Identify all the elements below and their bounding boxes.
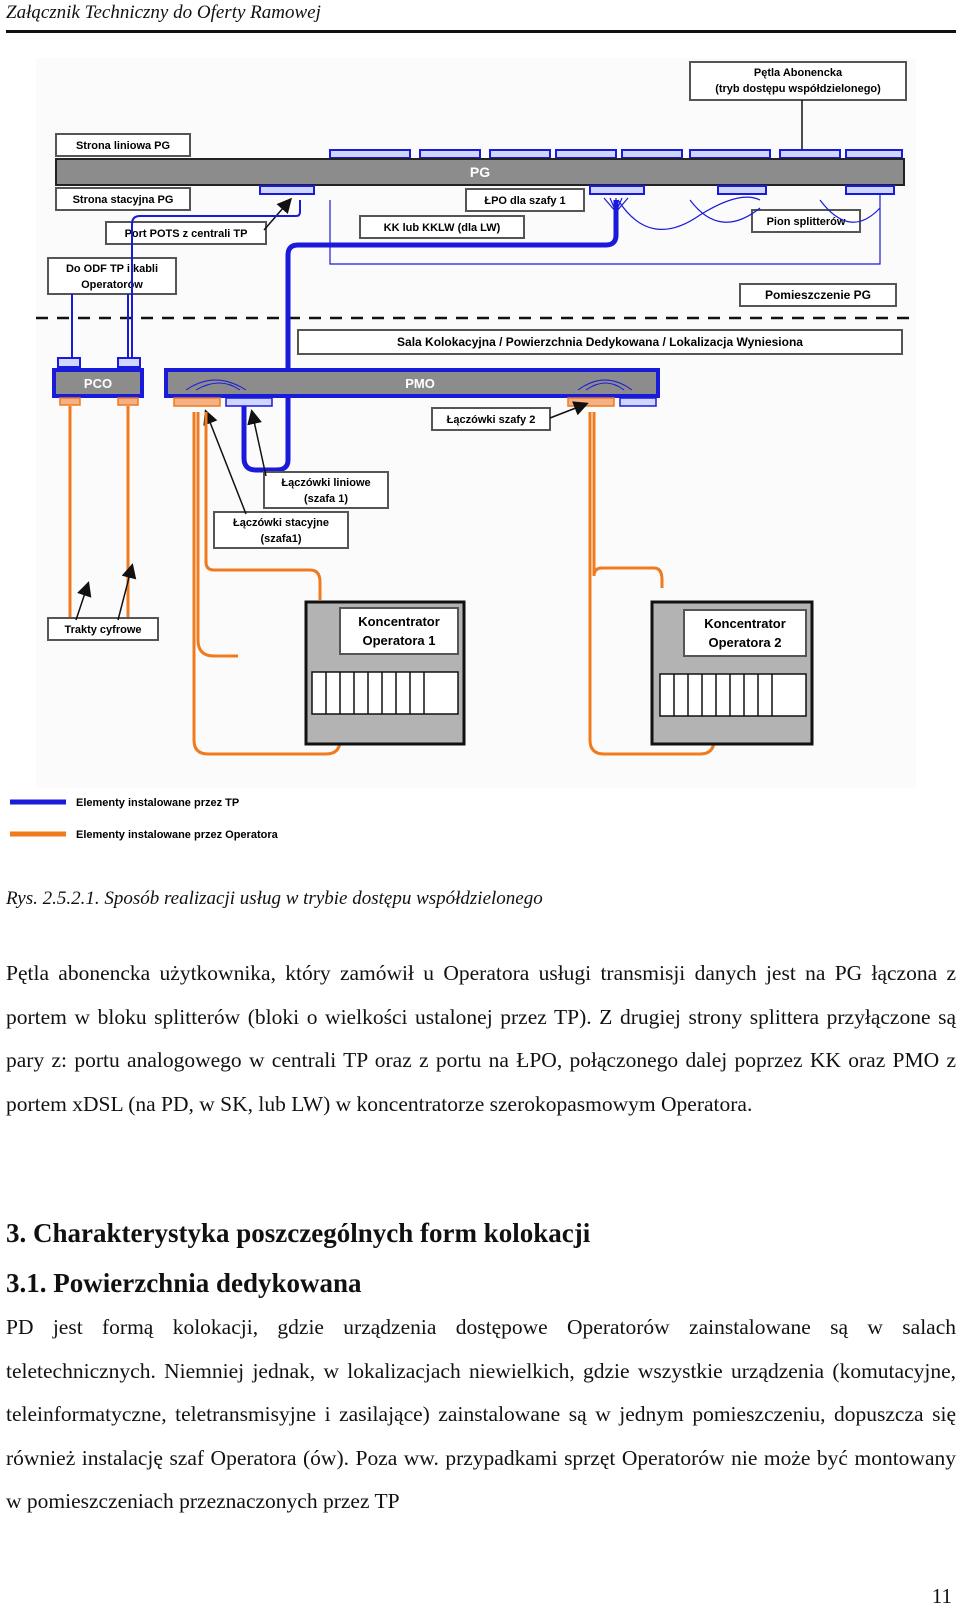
svg-text:Pomieszczenie PG: Pomieszczenie PG	[765, 288, 871, 302]
svg-text:(szafa1): (szafa1)	[261, 533, 302, 545]
pion-label: Pion splitterów	[751, 209, 861, 233]
liniowe-cable	[241, 406, 291, 473]
pomieszczenie-label: Pomieszczenie PG	[739, 283, 897, 307]
legend-operator-label: Elementy instalowane przez Operatora	[76, 829, 279, 841]
svg-text:Operatora 2: Operatora 2	[709, 635, 782, 650]
port-pots-label: Port POTS z centrali TP	[105, 221, 267, 245]
trakty-label: Trakty cyfrowe	[47, 617, 159, 641]
pco-block: PCO	[52, 357, 144, 406]
kk-cable	[285, 200, 619, 460]
pco-lines	[71, 200, 301, 360]
svg-text:Strona liniowa PG: Strona liniowa PG	[76, 140, 170, 152]
sala-label: Sala Kolokacyjna / Powierzchnia Dedykowa…	[297, 329, 903, 355]
svg-text:PG: PG	[470, 164, 490, 180]
svg-text:Łączówki stacyjne: Łączówki stacyjne	[233, 517, 329, 529]
trakty-arrow-1	[75, 581, 92, 621]
stacyjne-cable	[204, 412, 322, 600]
paragraph-1: Pętla abonencka użytkownika, który zamów…	[6, 961, 956, 1116]
strona-liniowa-label: Strona liniowa PG	[55, 133, 191, 157]
trakty-arrow-2	[117, 563, 137, 621]
svg-text:Koncentrator: Koncentrator	[358, 614, 440, 629]
header-title: Załącznik Techniczny do Oferty Ramowej	[6, 2, 321, 23]
svg-text:PCO: PCO	[84, 376, 112, 391]
legend: Elementy instalowane przez TP Elementy i…	[10, 797, 279, 841]
operator-cables	[68, 406, 716, 756]
section-heading: 3. Charakterystyka poszczególnych form k…	[6, 1218, 591, 1248]
laczowki-szafy2-arrow	[549, 401, 589, 419]
pg-bar: PG	[55, 158, 905, 186]
laczowki-szafy2-label: Łączówki szafy 2	[431, 407, 551, 431]
figure-caption: Rys. 2.5.2.1. Sposób realizacji usług w …	[6, 888, 543, 909]
svg-text:Koncentrator: Koncentrator	[704, 616, 786, 631]
strona-stacyjna-label: Strona stacyjna PG	[55, 187, 191, 211]
svg-text:(tryb dostępu współdzielonego): (tryb dostępu współdzielonego)	[715, 83, 881, 95]
svg-text:Port POTS z centrali TP: Port POTS z centrali TP	[125, 228, 248, 240]
page-header: Załącznik Techniczny do Oferty Ramowej	[6, 0, 956, 33]
svg-text:ŁPO dla szafy 1: ŁPO dla szafy 1	[484, 195, 565, 207]
svg-text:Operatora 1: Operatora 1	[363, 633, 436, 648]
lpo-label: ŁPO dla szafy 1	[465, 188, 585, 212]
kk-label: KK lub KKLW (dla LW)	[359, 215, 525, 239]
odf-label: Do ODF TP i kabli Operatorów	[47, 257, 177, 295]
lpo-fan	[603, 197, 629, 213]
svg-text:Trakty cyfrowe: Trakty cyfrowe	[64, 624, 141, 636]
svg-text:Łączówki szafy 2: Łączówki szafy 2	[447, 414, 536, 426]
svg-text:Operatorów: Operatorów	[81, 279, 143, 291]
legend-tp-label: Elementy instalowane przez TP	[76, 797, 239, 809]
laczowki-stacyjne-arrow	[203, 409, 247, 515]
svg-text:PMO: PMO	[405, 376, 435, 391]
petla-abonencka-box: Pętla Abonencka (tryb dostępu współdziel…	[689, 61, 907, 101]
svg-text:Pętla Abonencka: Pętla Abonencka	[754, 67, 843, 79]
page-number: 11	[931, 1584, 952, 1608]
laczowki-stacyjne-label: Łączówki stacyjne (szafa1)	[213, 511, 349, 549]
svg-text:Do ODF TP i kabli: Do ODF TP i kabli	[66, 263, 158, 275]
network-diagram: Pętla Abonencka (tryb dostępu współdziel…	[10, 58, 916, 841]
laczowki-liniowe-label: Łączówki liniowe (szafa 1)	[263, 471, 389, 509]
pmo-fans	[185, 379, 633, 391]
svg-text:Strona stacyjna PG: Strona stacyjna PG	[73, 194, 174, 206]
svg-text:Łączówki liniowe: Łączówki liniowe	[281, 477, 370, 489]
svg-text:Pion splitterów: Pion splitterów	[767, 216, 846, 228]
svg-text:(szafa 1): (szafa 1)	[304, 493, 348, 505]
paragraph-2: PD jest formą kolokacji, gdzie urządzeni…	[6, 1315, 956, 1513]
pmo-block: PMO	[164, 368, 660, 407]
pg-bottom-strips	[259, 185, 895, 195]
svg-text:KK lub KKLW (dla LW): KK lub KKLW (dla LW)	[384, 222, 501, 234]
splitter-loops	[329, 194, 881, 265]
koncentrator-1: Koncentrator Operatora 1	[304, 600, 466, 746]
laczowki-liniowe-arrow	[247, 409, 267, 477]
svg-text:Sala Kolokacyjna / Powierzchni: Sala Kolokacyjna / Powierzchnia Dedykowa…	[397, 335, 803, 349]
koncentrator-2: Koncentrator Operatora 2	[650, 600, 814, 746]
subsection-heading: 3.1. Powierzchnia dedykowana	[6, 1268, 362, 1298]
